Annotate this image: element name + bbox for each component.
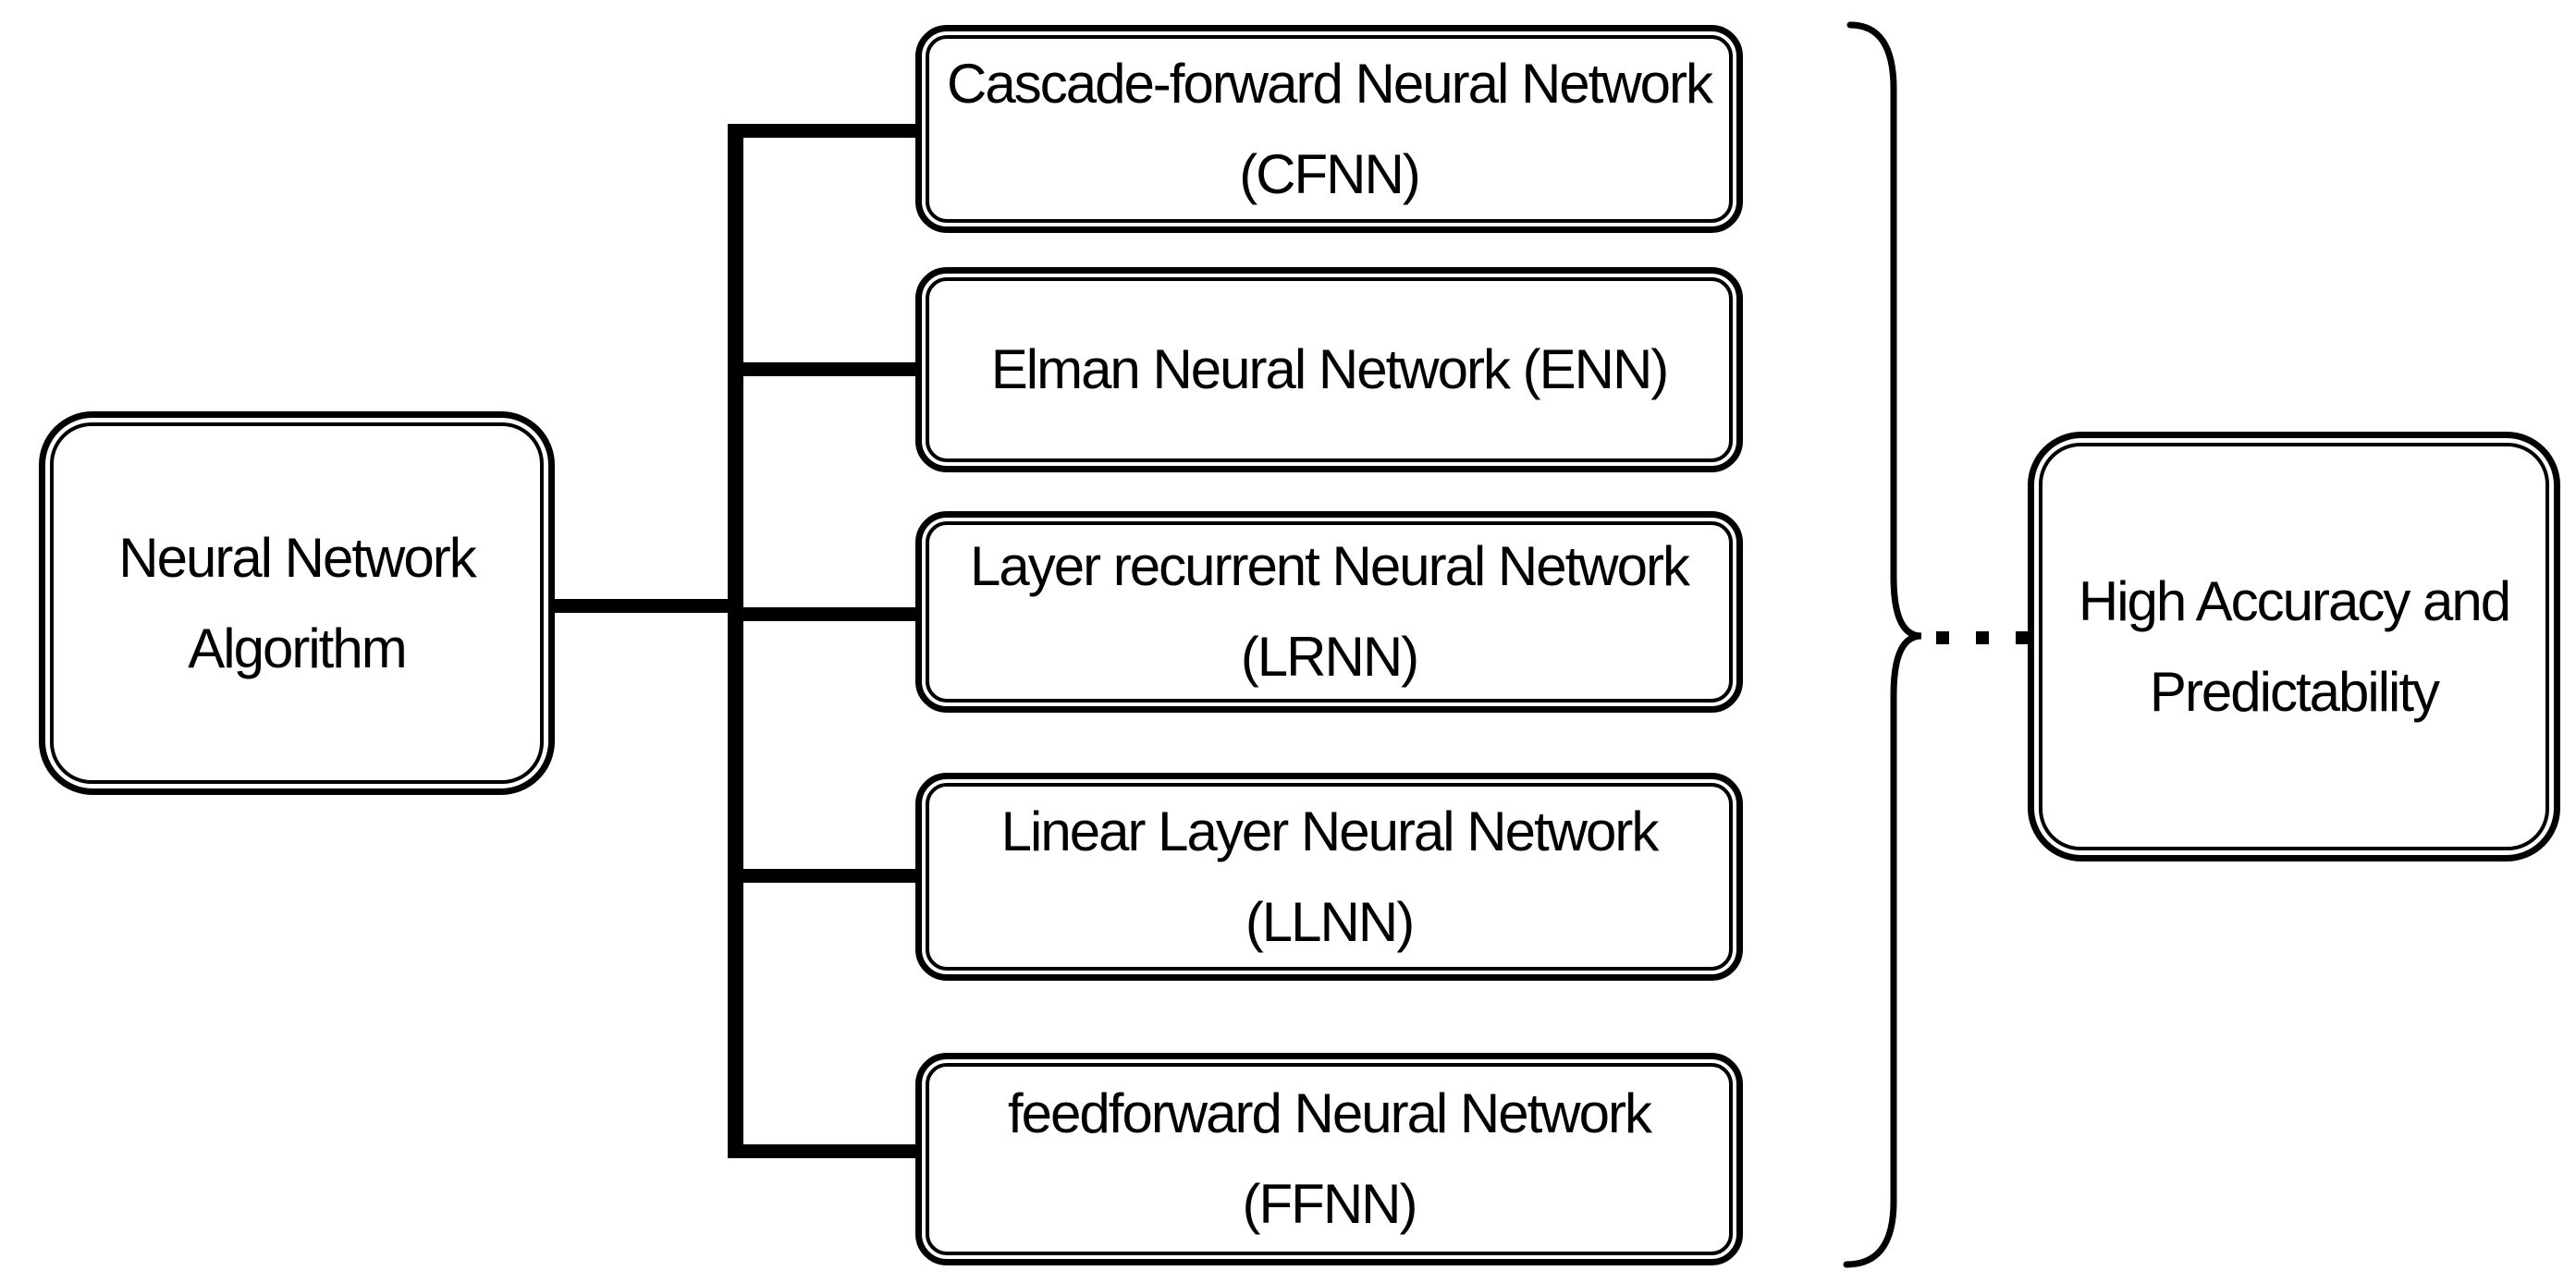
box-llnn: Linear Layer Neural Network (LLNN) [915,773,1743,981]
root-box-line2: Algorithm [188,617,407,679]
box-llnn-line2: (LLNN) [1245,890,1415,953]
box-llnn-label: Linear Layer Neural Network (LLNN) [922,779,1736,974]
connector-root-to-trunk [553,599,743,613]
result-box: High Accuracy and Predictability [2028,432,2560,861]
box-cfnn-line1: Cascade-forward Neural Network [947,52,1713,115]
connector-branch-cfnn [735,124,915,138]
result-box-line2: Predictability [2149,660,2440,723]
root-box: Neural Network Algorithm [39,411,555,795]
connector-trunk [728,124,743,1158]
result-box-label: High Accuracy and Predictability [2034,438,2554,855]
box-enn-label: Elman Neural Network (ENN) [922,274,1736,466]
connector-branch-llnn [735,869,915,883]
box-lrnn-line1: Layer recurrent Neural Network [970,535,1690,597]
box-cfnn-line2: (CFNN) [1239,142,1421,205]
dotted-connector-dot [1936,631,1949,644]
connector-branch-ffnn [735,1144,915,1158]
box-lrnn: Layer recurrent Neural Network (LRNN) [915,511,1743,713]
curly-brace [1843,21,1922,1268]
box-enn-line1: Elman Neural Network (ENN) [990,338,1670,400]
dotted-connector-dot [2016,631,2029,644]
box-ffnn: feedforward Neural Network (FFNN) [915,1053,1743,1265]
connector-branch-lrnn [728,607,915,621]
box-enn: Elman Neural Network (ENN) [915,267,1743,472]
box-ffnn-line1: feedforward Neural Network [1008,1082,1652,1144]
box-llnn-line1: Linear Layer Neural Network [1000,800,1660,862]
result-box-line1: High Accuracy and [2078,569,2511,632]
box-ffnn-line2: (FFNN) [1242,1173,1418,1235]
root-box-label: Neural Network Algorithm [45,418,548,788]
root-box-line1: Neural Network [118,526,476,589]
box-cfnn-label: Cascade-forward Neural Network (CFNN) [922,31,1736,226]
box-lrnn-label: Layer recurrent Neural Network (LRNN) [922,518,1736,706]
connector-branch-enn [735,362,915,376]
dotted-connector-dot [1976,631,1989,644]
box-ffnn-label: feedforward Neural Network (FFNN) [922,1059,1736,1259]
box-lrnn-line2: (LRNN) [1240,626,1419,688]
box-cfnn: Cascade-forward Neural Network (CFNN) [915,25,1743,233]
